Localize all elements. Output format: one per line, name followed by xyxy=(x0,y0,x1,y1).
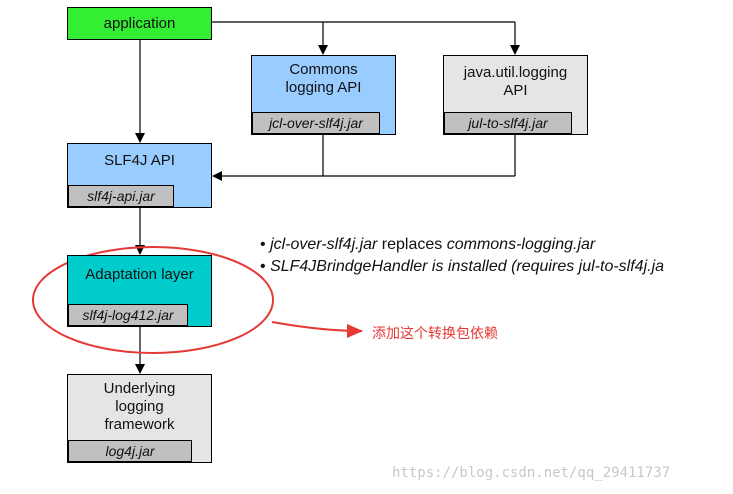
slf4j-api-jar: slf4j-api.jar xyxy=(68,185,174,207)
red-arrow xyxy=(271,321,363,338)
jul-label: java.util.logging API xyxy=(463,64,568,99)
highlight-ellipse xyxy=(32,246,274,354)
application-node: application xyxy=(67,7,212,40)
jcl-over-slf4j-jar: jcl-over-slf4j.jar xyxy=(252,112,380,134)
note-jcl-mid: replaces xyxy=(377,236,447,253)
underlying-framework-node: Underlying logging framework log4j.jar xyxy=(67,374,212,463)
note-jul-bridge: • SLF4JBrindgeHandler is installed (requ… xyxy=(260,258,664,276)
watermark: https://blog.csdn.net/qq_29411737 xyxy=(392,465,671,481)
adaptation-layer-node: Adaptation layer slf4j-log412.jar xyxy=(67,255,212,327)
note-commons-jar: commons-logging.jar xyxy=(446,236,596,253)
application-label: application xyxy=(103,15,176,32)
jul-to-slf4j-jar: jul-to-slf4j.jar xyxy=(444,112,572,134)
note-jcl-jar: jcl-over-slf4j.jar xyxy=(270,236,378,253)
slf4j-log412-jar: slf4j-log412.jar xyxy=(68,304,188,326)
note-bullet: • xyxy=(260,258,266,275)
underlying-framework-label: Underlying logging framework xyxy=(103,380,176,433)
slf4j-api-node: SLF4J API slf4j-api.jar xyxy=(67,143,212,208)
annotation-text: 添加这个转换包依赖 xyxy=(372,325,498,341)
note-bullet: • xyxy=(260,236,266,253)
log4j-jar: log4j.jar xyxy=(68,440,192,462)
commons-logging-node: Commons logging API jcl-over-slf4j.jar xyxy=(251,55,396,135)
note-jul-bridge-text: SLF4JBrindgeHandler is installed (requir… xyxy=(270,258,665,275)
commons-logging-label: Commons logging API xyxy=(285,61,362,96)
note-jcl: • jcl-over-slf4j.jar replaces commons-lo… xyxy=(260,236,595,254)
slf4j-api-label: SLF4J API xyxy=(104,152,175,169)
jul-node: java.util.logging API jul-to-slf4j.jar xyxy=(443,55,588,135)
adaptation-layer-label: Adaptation layer xyxy=(85,266,194,283)
